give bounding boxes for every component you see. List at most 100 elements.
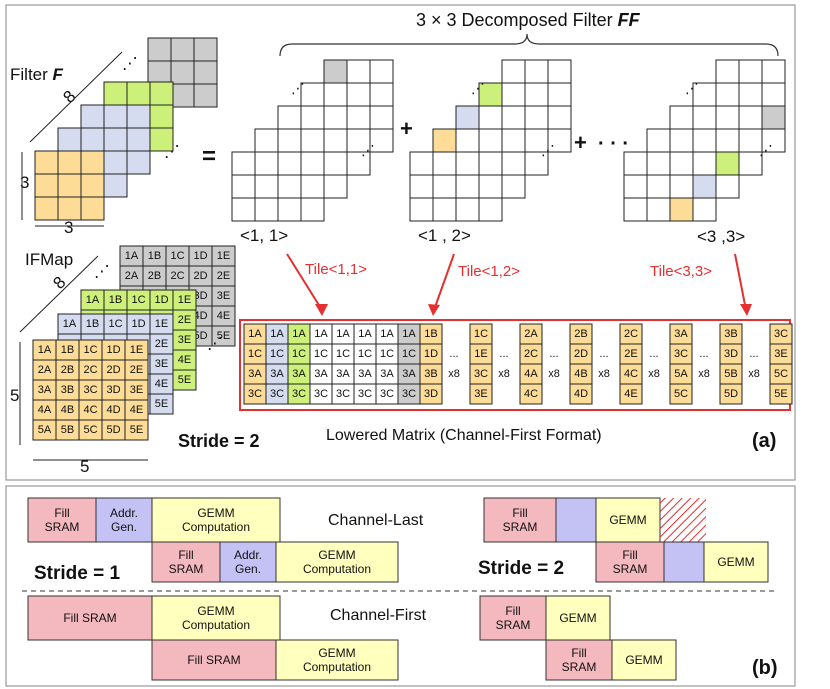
lowered-group-more: ...	[699, 348, 708, 360]
ifmap-layer-gray-cell-text: 4D	[193, 310, 207, 322]
filter-layer-blue-cell	[126, 104, 151, 129]
lowered-x8: x8	[448, 368, 460, 380]
lowered-group-x8: x8	[548, 368, 560, 380]
lowered-tail-text: 3D	[424, 388, 438, 400]
lowered-group-more: ...	[599, 348, 608, 360]
lowered-tail-text: 1D	[424, 348, 438, 360]
tile-1-2-cell	[501, 128, 526, 153]
cf-s2-gemm-1-text: GEMM	[559, 611, 596, 625]
tile-1-1-cell	[254, 197, 279, 222]
tile-1-1-cell	[323, 59, 348, 84]
lowered-group-cell	[669, 383, 693, 405]
filter-layer-blue-cell	[126, 127, 151, 152]
lowered-tail-text: 1B	[424, 328, 437, 340]
ifmap-layer-front-cell-text: 4E	[130, 404, 143, 416]
cl-s2-addr-2	[663, 541, 705, 583]
tile-arrow-2	[433, 253, 455, 311]
tile-dots-2b: ⋰	[541, 142, 555, 158]
tile-3-3-cell	[669, 105, 694, 130]
tile-3-3-cell	[761, 105, 786, 130]
lowered-group-more: ...	[649, 348, 658, 360]
tile-label-3-3: <3 ,3>	[697, 227, 745, 246]
tile-3-3-cell	[692, 174, 717, 199]
ifmap-layer-green-cell-text: 4E	[178, 354, 191, 366]
cl-s2-fill-1-text: Fill	[512, 506, 527, 520]
tile-1-2-cell	[501, 59, 526, 84]
ifmap-layer-gray-cell-text: 1E	[217, 250, 230, 262]
ifmap-layer-green-cell-text: 2E	[178, 314, 191, 326]
tile-1-1-cell	[369, 82, 394, 107]
lowered-group-text: 5C	[774, 368, 788, 380]
tile-1-2-cell	[524, 82, 549, 107]
plus-sign-1: +	[400, 116, 413, 141]
tile-1-1-cell	[300, 128, 325, 153]
tile-1-1-cell	[323, 82, 348, 107]
lowered-group-text: 2E	[624, 348, 637, 360]
filter-layer-front-cell	[80, 196, 105, 221]
lowered-group-text: 1C	[474, 328, 488, 340]
lowered-group-text: 3E	[474, 388, 487, 400]
cl-s1-addr-1-text: Gen.	[111, 520, 137, 534]
tile-1-2-cell	[547, 82, 572, 107]
tile-1-2-cell	[501, 82, 526, 107]
lowered-group-x8: x8	[698, 368, 710, 380]
filter-label: Filter F	[10, 65, 64, 84]
lowered-cell-text: 1A	[336, 328, 350, 340]
tile-arrow-2-head	[428, 304, 440, 316]
cl-s2-gemm-2	[703, 541, 769, 583]
filter-layer-green-cell	[149, 104, 174, 129]
lowered-group-text: 3C	[674, 348, 688, 360]
tile-1-2-cell	[478, 197, 503, 222]
ifmap-layer-front-cell-text: 3E	[130, 384, 143, 396]
filter-layer-blue2-cell	[103, 127, 128, 152]
tile-arrow-label-3-3: Tile<3,3>	[650, 263, 712, 280]
tile-3-3-cell	[646, 174, 671, 199]
ifmap-layer-front-cell-text: 5E	[130, 424, 143, 436]
cl-s2-fill-2-text: Fill	[622, 548, 637, 562]
filter-layer-blue2-cell	[103, 150, 128, 175]
ifmap-layer-gray-cell-text: 5E	[217, 330, 230, 342]
cl-s1-addr-2-text: Addr.	[234, 548, 262, 562]
ifmap-layer-green-cell-text: 1E	[178, 294, 191, 306]
tile-1-1-cell	[254, 128, 279, 153]
filter-layer-back-cell	[147, 60, 172, 85]
lowered-group-x8: x8	[748, 368, 760, 380]
cf-s1-fill-1	[27, 595, 153, 641]
tile-1-1-cell	[254, 174, 279, 199]
ifmap-layer-front-cell-text: 2A	[38, 364, 52, 376]
tile-1-1-cell	[300, 151, 325, 176]
tile-dots-3b: ⋰	[759, 142, 773, 158]
channel-last-label: Channel-Last	[328, 512, 424, 529]
lowered-group-cell	[619, 383, 643, 405]
lowered-cell-text: 1A	[358, 328, 372, 340]
stride-label-b2: Stride = 2	[478, 558, 564, 579]
lowered-group-text: 3C	[474, 368, 488, 380]
tile-1-2-cell	[547, 105, 572, 130]
cl-s1-gemm-1-text: Computation	[182, 520, 250, 534]
tile-1-2-cell	[455, 105, 480, 130]
cl-s2-gemm-2-text: GEMM	[717, 555, 754, 569]
cf-s2-fill-1-text: SRAM	[496, 618, 531, 632]
tile-1-1-cell	[369, 105, 394, 130]
lowered-group-text: 5D	[724, 388, 738, 400]
filter-layer-front-cell	[57, 173, 82, 198]
cl-s1-gemm-2-text: Computation	[303, 562, 371, 576]
lowered-group-cell	[569, 383, 593, 405]
filter-layer-front-cell	[57, 196, 82, 221]
tile-1-2-cell	[547, 59, 572, 84]
cf-s1-fill-1-text: Fill SRAM	[63, 611, 116, 625]
lowered-group-x8: x8	[498, 368, 510, 380]
lowered-group-text: 2D	[574, 348, 588, 360]
lowered-cell-text: 3C	[292, 388, 306, 400]
tile-3-3-cell	[738, 59, 763, 84]
cl-s1-fill-2	[151, 541, 221, 583]
lowered-group-text: 3E	[774, 348, 787, 360]
tile-1-2-cell	[455, 174, 480, 199]
cl-s1-gemm-1-text: GEMM	[197, 506, 234, 520]
filter-layer-front-cell	[34, 196, 59, 221]
tile-3-3-cell	[738, 82, 763, 107]
lowered-group-cell	[719, 383, 743, 405]
filter-layer-blue2-cell	[103, 173, 128, 198]
filter-layer-front-cell	[80, 173, 105, 198]
lowered-cell-text: 3A	[270, 368, 284, 380]
